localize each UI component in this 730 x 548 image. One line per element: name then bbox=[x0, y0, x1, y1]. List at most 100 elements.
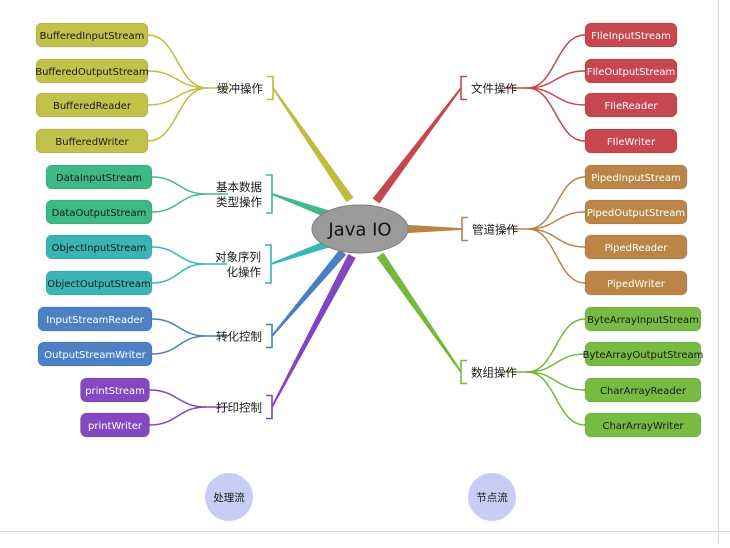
leaf-node-box[interactable] bbox=[45, 234, 153, 260]
nodes: 缓冲操作 BufferedInputStreamBufferedOutputStr… bbox=[35, 22, 704, 521]
center-node[interactable] bbox=[311, 204, 409, 254]
leaf-connector bbox=[151, 318, 207, 337]
branch-label-array: 数组操作 bbox=[471, 366, 517, 380]
branch-label-line: 类型操作 bbox=[216, 195, 262, 209]
leaf-node-label: BufferedOutputStream bbox=[35, 67, 149, 78]
bracket-convert bbox=[266, 323, 273, 349]
branch-label-line: 管道操作 bbox=[472, 223, 518, 237]
leaf-node-label: FIleOutputStream bbox=[587, 67, 676, 78]
leaf-node-box[interactable] bbox=[37, 341, 153, 367]
bracket-array bbox=[460, 359, 467, 385]
leaf-node-box[interactable] bbox=[584, 58, 678, 84]
leaf-connector bbox=[526, 34, 586, 89]
leaf-node-label: printStream bbox=[85, 386, 145, 397]
branch-label-line: 转化控制 bbox=[216, 330, 262, 344]
leaf-node-label: PipedInputStream bbox=[591, 173, 681, 184]
branch-label-line: 对象序列 bbox=[215, 250, 261, 264]
leaf-node-box[interactable] bbox=[584, 341, 702, 367]
bottom-border-line bbox=[0, 531, 730, 532]
leaf-node-box[interactable] bbox=[584, 199, 688, 225]
leaf-connector bbox=[527, 211, 586, 230]
leaf-node-label: CharArrayReader bbox=[600, 386, 687, 397]
right-border-line bbox=[718, 0, 719, 544]
leaf-connector bbox=[151, 193, 207, 213]
center-node-label: Java IO bbox=[327, 220, 391, 241]
leaf-node-label: printWriter bbox=[88, 421, 143, 432]
leaf-connector bbox=[149, 389, 207, 408]
leaf-node-box[interactable] bbox=[584, 306, 702, 332]
leaf-node-label: PipedOutputStream bbox=[587, 208, 685, 219]
branch-label-line: 打印控制 bbox=[216, 401, 262, 415]
leaf-node-box[interactable] bbox=[35, 22, 149, 48]
leaf-connector bbox=[151, 176, 207, 195]
bracket-pipe bbox=[461, 216, 468, 242]
leaf-node-box[interactable] bbox=[584, 377, 702, 403]
leaf-node-label: FIleInputStream bbox=[591, 31, 671, 42]
bracket-object bbox=[265, 244, 272, 284]
leaf-node-box[interactable] bbox=[80, 377, 150, 403]
leaf-node-box[interactable] bbox=[584, 412, 702, 438]
leaf-node-label: ByteArrayOutputStream bbox=[583, 350, 704, 361]
leaf-node-label: BufferedInputStream bbox=[40, 31, 145, 42]
leaf-node-box[interactable] bbox=[37, 306, 153, 332]
connectors bbox=[147, 34, 586, 426]
leaf-node-box[interactable] bbox=[35, 128, 149, 154]
trunk-data bbox=[271, 193, 335, 220]
leaf-connector bbox=[526, 371, 586, 391]
leaf-connector bbox=[151, 246, 206, 265]
leaf-node-label: InputStreamReader bbox=[46, 315, 144, 326]
leaf-node-label: PipedReader bbox=[605, 243, 669, 254]
leaf-node-label: BufferedReader bbox=[53, 101, 132, 112]
branch-label-file: 文件操作 bbox=[471, 82, 517, 96]
bracket-file bbox=[460, 75, 467, 101]
bracket-print bbox=[266, 394, 273, 420]
branch-label-print: 打印控制 bbox=[216, 401, 262, 415]
leaf-node-box[interactable] bbox=[584, 234, 688, 260]
leaf-node-box[interactable] bbox=[45, 199, 153, 225]
leaf-node-box[interactable] bbox=[45, 164, 153, 190]
leaf-node-box[interactable] bbox=[584, 270, 688, 296]
leaf-connector bbox=[526, 318, 586, 373]
branch-label-line: 化操作 bbox=[227, 265, 262, 279]
leaf-node-label: PipedWriter bbox=[607, 279, 666, 290]
leaf-node-box[interactable] bbox=[80, 412, 150, 438]
leaf-node-box[interactable] bbox=[35, 58, 149, 84]
branch-label-line: 缓冲操作 bbox=[217, 82, 263, 96]
footer-bubble-processing bbox=[205, 473, 253, 521]
leaf-node-label: OutputStreamWriter bbox=[44, 350, 146, 361]
leaf-node-box[interactable] bbox=[45, 270, 153, 296]
leaf-connector bbox=[526, 371, 586, 426]
trunk-buffer bbox=[272, 87, 354, 203]
leaf-connector bbox=[149, 406, 207, 426]
leaf-connector bbox=[147, 70, 208, 89]
leaf-node-label: FIleWriter bbox=[607, 137, 656, 148]
leaf-connector bbox=[151, 335, 207, 355]
leaf-node-label: ByteArrayInputStream bbox=[587, 315, 699, 326]
leaf-connector bbox=[147, 34, 208, 89]
trunk-object bbox=[270, 238, 335, 265]
leaf-node-label: DataInputStream bbox=[56, 173, 142, 184]
trunk-print bbox=[271, 254, 356, 408]
trunk-pipe bbox=[405, 224, 462, 234]
bracket-data bbox=[266, 174, 273, 214]
leaf-node-box[interactable] bbox=[584, 164, 688, 190]
trunk-array bbox=[376, 252, 462, 373]
leaf-node-label: CharArrayWriter bbox=[602, 421, 684, 432]
leaf-node-box[interactable] bbox=[584, 92, 678, 118]
leaf-connector bbox=[527, 176, 586, 230]
branch-label-convert: 转化控制 bbox=[216, 330, 262, 344]
trunk-file bbox=[372, 87, 462, 204]
leaf-connector bbox=[151, 263, 206, 284]
branch-label-data: 基本数据类型操作 bbox=[216, 180, 262, 209]
footer-bubble-node bbox=[468, 473, 516, 521]
leaf-connector bbox=[147, 87, 208, 142]
leaf-node-box[interactable] bbox=[35, 92, 149, 118]
leaf-node-label: ObjectOutputStream bbox=[47, 279, 151, 290]
leaf-node-box[interactable] bbox=[584, 22, 678, 48]
branch-label-buffer: 缓冲操作 bbox=[217, 82, 263, 96]
leaf-node-label: DataOutputStream bbox=[52, 208, 147, 219]
bracket-buffer bbox=[267, 75, 274, 101]
leaf-node-box[interactable] bbox=[584, 128, 678, 154]
